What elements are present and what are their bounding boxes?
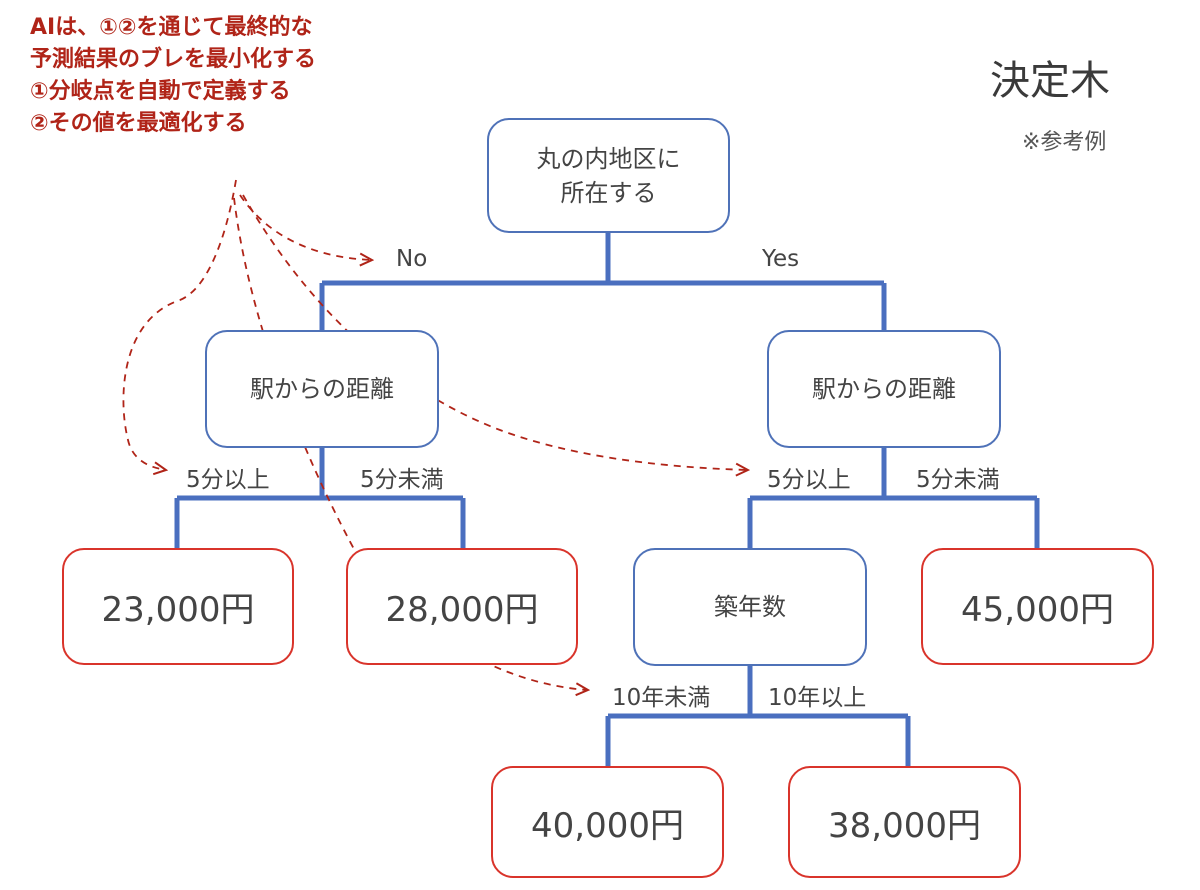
- leaf-1-value: 23,000円: [101, 590, 255, 630]
- edge-label-right-ge5: 5分以上: [767, 467, 851, 493]
- arrow-to-right-5min: [242, 194, 748, 470]
- diagram-title: 決定木: [990, 58, 1110, 104]
- node-root-line-2: 所在する: [560, 178, 657, 207]
- leaf-5-value: 38,000円: [828, 805, 981, 846]
- arrow-to-no: [239, 194, 372, 260]
- leaf-4: 40,000円: [491, 766, 724, 878]
- edge-label-left-lt5: 5分未満: [360, 467, 444, 493]
- edge-label-age-lt10: 10年未満: [612, 685, 711, 711]
- edge-label-age-ge10: 10年以上: [768, 685, 867, 711]
- node-left-distance-label: 駅からの距離: [250, 375, 394, 403]
- node-root: 丸の内地区に 所在する: [487, 118, 730, 233]
- annotation-line-1: AIは、①②を通じて最終的な: [30, 15, 313, 40]
- connector-building-age: [605, 665, 911, 766]
- annotation-note: AIは、①②を通じて最終的な 予測結果のブレを最小化する ①分岐点を自動で定義す…: [30, 12, 316, 140]
- leaf-2-value: 28,000円: [385, 590, 539, 630]
- node-left-distance: 駅からの距離: [205, 330, 439, 448]
- annotation-line-4: ②その値を最適化する: [30, 111, 247, 136]
- arrow-to-left-5min: [122, 179, 237, 470]
- node-building-age: 築年数: [633, 548, 867, 666]
- node-building-age-label: 築年数: [714, 593, 786, 621]
- node-root-line-1: 丸の内地区に: [536, 144, 681, 173]
- leaf-3-value: 45,000円: [961, 590, 1114, 630]
- connector-right-distance: [747, 448, 1040, 548]
- edge-label-right-lt5: 5分未満: [916, 467, 1000, 493]
- leaf-5: 38,000円: [788, 766, 1021, 878]
- node-right-distance: 駅からの距離: [767, 330, 1001, 448]
- connector-root: [319, 232, 887, 330]
- connector-left-distance: [174, 448, 466, 548]
- leaf-4-value: 40,000円: [531, 805, 684, 846]
- leaf-3: 45,000円: [921, 548, 1154, 665]
- annotation-line-3: ①分岐点を自動で定義する: [30, 79, 291, 104]
- node-right-distance-label: 駅からの距離: [812, 375, 956, 403]
- edge-label-no: No: [396, 246, 428, 272]
- edge-label-left-ge5: 5分以上: [186, 467, 270, 493]
- tree-connectors: [174, 232, 1040, 766]
- reference-note: ※参考例: [1022, 130, 1107, 155]
- edge-label-yes: Yes: [762, 246, 800, 272]
- leaf-2: 28,000円: [346, 548, 578, 665]
- leaf-1: 23,000円: [62, 548, 294, 665]
- annotation-line-2: 予測結果のブレを最小化する: [30, 47, 317, 72]
